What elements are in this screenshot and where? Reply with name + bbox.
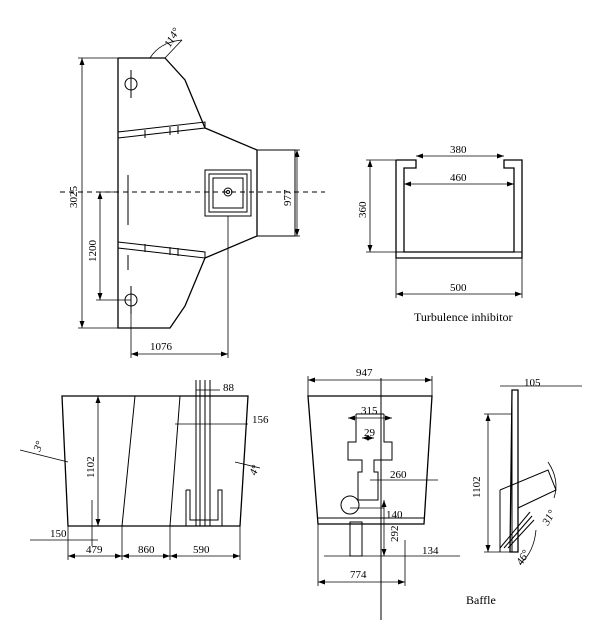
baffle-angle-1-label: 31° [540,508,559,529]
plan-height-label: 3025 [68,186,80,209]
side-height-label: 1102 [85,456,97,478]
plan-bottom-width-label: 1076 [150,341,173,353]
ti-top-inner-label: 380 [450,144,467,156]
side-right-offset-label: 156 [252,414,269,426]
front-top-width-label: 947 [356,367,373,379]
turbulence-inhibitor-view: 380 460 360 500 Turbulence inhibitor [357,144,523,324]
ti-inner-width-label: 460 [450,172,467,184]
baffle-view: 105 1102 31° 46° Baffle [466,377,582,607]
plan-view: 114° 3025 1200 977 1076 [60,26,325,358]
side-segment-2-label: 860 [138,544,155,556]
side-segment-1-label: 479 [86,544,103,556]
ti-caption: Turbulence inhibitor [414,310,513,324]
ti-outer-width-label: 500 [450,282,467,294]
side-slot-width-label: 88 [223,382,235,394]
baffle-top-width-label: 105 [524,377,541,389]
side-elevation-view: 3° 4° 1102 88 156 150 479 860 590 [19,380,269,560]
side-bottom-left-label: 150 [50,528,67,540]
front-hole-offset-label: 140 [386,509,403,521]
front-slot-label: 29 [364,427,376,439]
baffle-height-label: 1102 [471,476,483,498]
side-segment-3-label: 590 [193,544,210,556]
baffle-angle-2-label: 46° [514,548,532,568]
plan-right-width-label: 977 [282,189,294,206]
plan-lower-height-label: 1200 [87,240,99,263]
ti-height-label: 360 [357,201,369,218]
baffle-caption: Baffle [466,593,496,607]
side-angle-left-label: 3° [31,439,46,454]
front-inner-width-label: 315 [361,405,378,417]
front-offset-label: 260 [390,469,407,481]
front-elevation-view: 947 315 29 260 140 292 134 774 [307,367,460,620]
front-bottom-width-label: 774 [350,569,367,581]
plan-angle-label: 114° [162,26,183,50]
front-hole-height-label: 292 [389,526,401,543]
front-bottom-right-label: 134 [422,545,439,557]
side-angle-right-label: 4° [248,463,263,477]
